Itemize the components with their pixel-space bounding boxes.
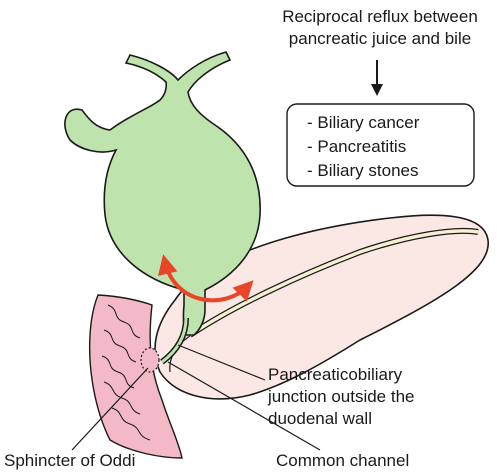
sphincter-of-oddi <box>140 347 160 373</box>
common-channel-leader-line <box>167 361 321 451</box>
junction-label-line-2: junction outside the <box>267 387 415 406</box>
sphincter-label: Sphincter of Oddi <box>4 451 135 470</box>
outcome-biliary-cancer: - Biliary cancer <box>307 113 420 132</box>
down-arrow-icon <box>371 60 383 96</box>
junction-label-line-3: duodenal wall <box>268 409 372 428</box>
reflux-arrow-icon <box>157 254 254 303</box>
outcome-biliary-stones: - Biliary stones <box>307 161 418 180</box>
junction-label-line-1: Pancreaticobiliary <box>268 365 403 384</box>
header-line-2: pancreatic juice and bile <box>289 29 471 48</box>
common-channel-label: Common channel <box>276 451 409 470</box>
duodenum <box>88 294 183 459</box>
outcomes-box: - Biliary cancer - Pancreatitis - Biliar… <box>286 103 475 187</box>
sphincter-leader-line <box>71 367 149 451</box>
header-line-1: Reciprocal reflux between <box>282 7 478 26</box>
outcome-pancreatitis: - Pancreatitis <box>307 137 406 156</box>
junction-leader-line <box>177 344 266 381</box>
